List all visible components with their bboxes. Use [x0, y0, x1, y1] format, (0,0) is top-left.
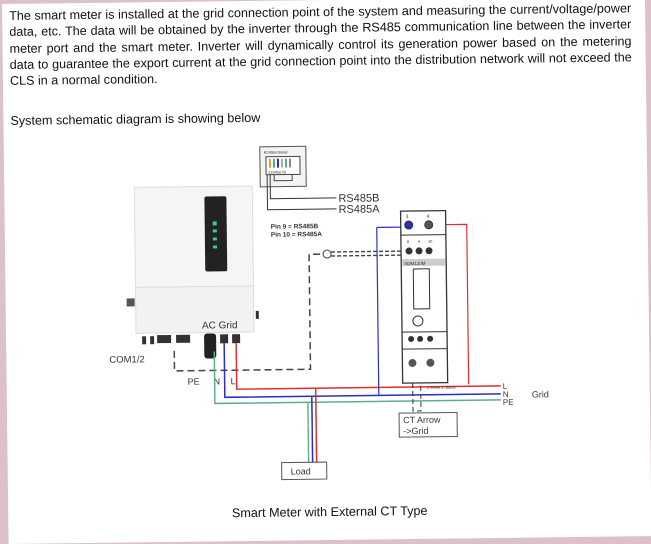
- load-box: [281, 461, 328, 481]
- pin9-label: Pin 9 = RS485B: [271, 223, 319, 231]
- cable-ferrite-icon: [322, 249, 332, 259]
- n-label: N: [214, 376, 221, 386]
- smart-meter: 3 4 8 9 10 SDM120M: [399, 209, 449, 384]
- pe-label: PE: [188, 377, 200, 387]
- line-wire: [235, 343, 501, 390]
- rs485a-label: RS485A: [338, 203, 380, 216]
- svg-text:8: 8: [407, 239, 410, 244]
- svg-text:9: 9: [418, 239, 421, 244]
- svg-text:10: 10: [428, 239, 433, 244]
- ct-arrow-note: [398, 411, 458, 438]
- com-port-label: COM1/2: [109, 354, 145, 365]
- pin10-label: Pin 10 = RS485A: [271, 231, 323, 239]
- rs485b-label: RS485B: [338, 192, 379, 204]
- svg-text:4: 4: [427, 214, 430, 220]
- pe-wire: [213, 351, 501, 405]
- svg-text:CT Arrow: CT Arrow: [403, 415, 441, 425]
- rj45-label: RJ45terminal: [264, 150, 288, 155]
- grid-n-label: N: [503, 390, 509, 399]
- rs485-cable: [173, 253, 322, 372]
- svg-text:->Grid: ->Grid: [403, 426, 428, 436]
- svg-text:3: 3: [406, 214, 409, 220]
- grid-l-label: L: [503, 382, 508, 391]
- grid-pe-label: PE: [503, 398, 514, 407]
- load-label: Load: [291, 466, 311, 476]
- inverter: AC Grid: [126, 185, 259, 359]
- rj45-pin-numbers: 12345678: [268, 170, 287, 175]
- neutral-wire: [223, 343, 501, 399]
- l-label: L: [231, 376, 236, 386]
- grid-label: Grid: [532, 389, 549, 399]
- meter-model-label: SDM120M: [404, 261, 426, 266]
- ct-wires-label: 1:White 2: Black: [427, 384, 456, 389]
- rj45-terminal: RJ45terminal 12345678: [259, 145, 337, 211]
- ac-grid-label: AC Grid: [202, 320, 238, 331]
